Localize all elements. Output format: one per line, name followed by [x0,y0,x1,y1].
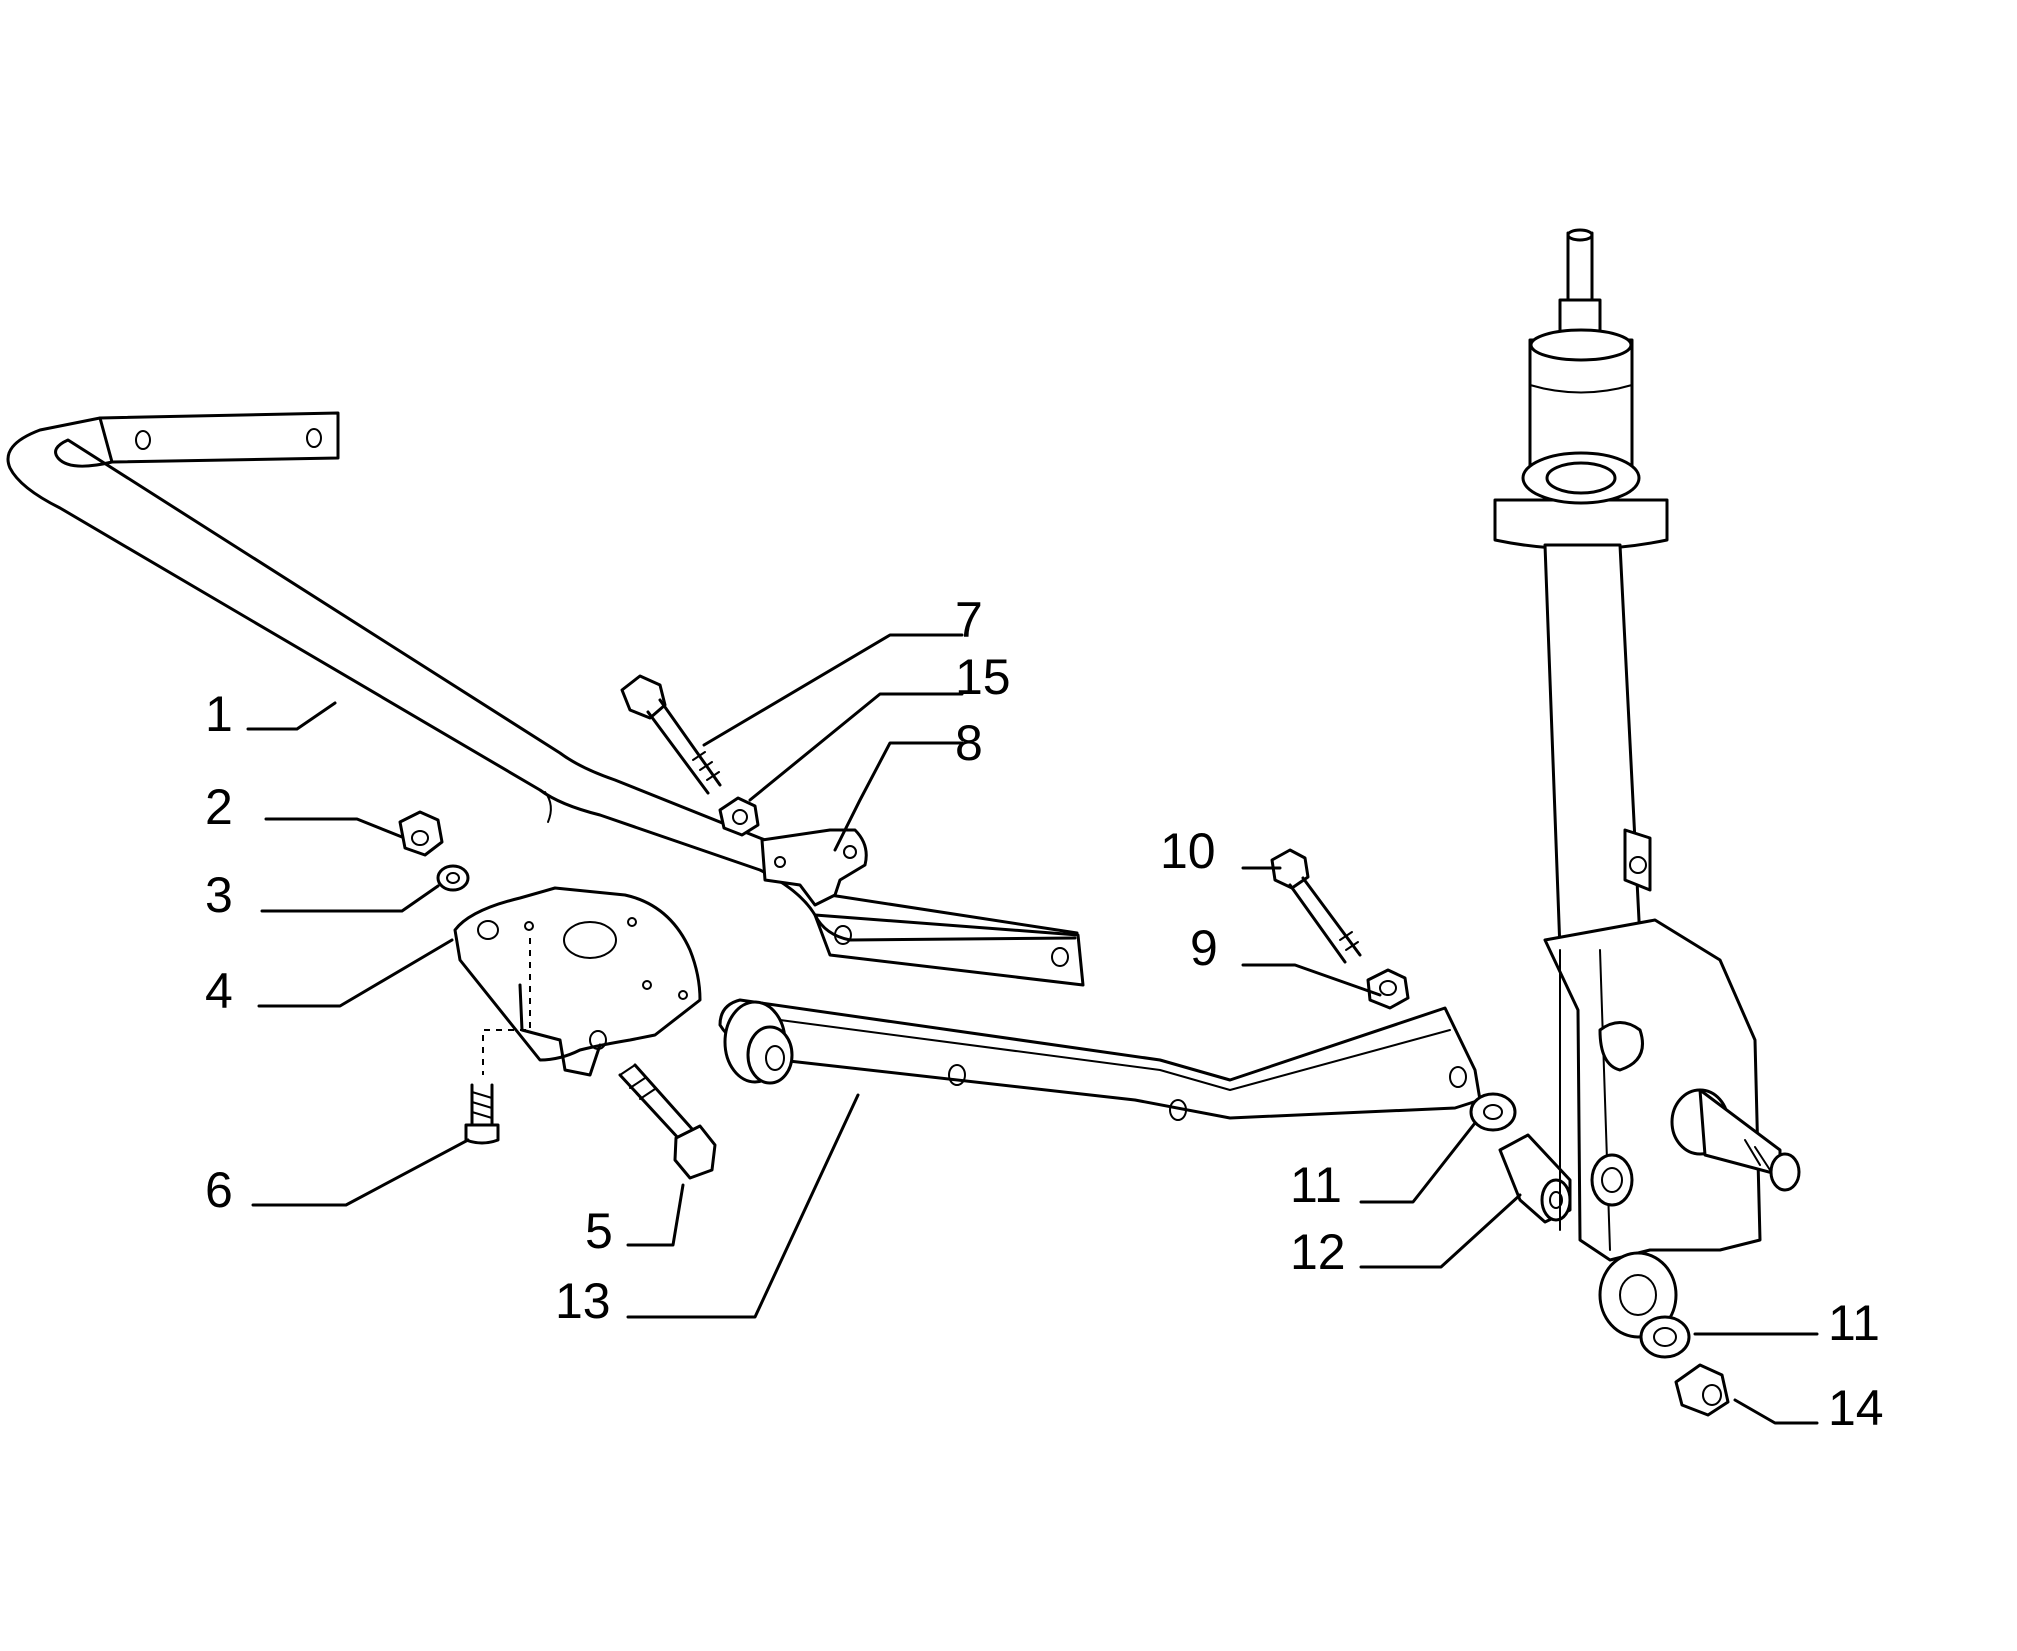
bracket-plate-part [453,886,702,1077]
clamp-part-8 [760,828,868,907]
control-arm-part-13 [718,998,1482,1121]
washer-part-11b [1639,1315,1691,1359]
leader-9 [1241,963,1382,997]
strut-assembly [1493,228,1801,1339]
callout-11-upper: 11 [1290,1157,1342,1213]
callout-5: 5 [585,1203,613,1259]
nut-part-9 [1366,968,1410,1010]
leader-15 [748,692,964,802]
callout-11-lower: 11 [1828,1295,1880,1351]
callout-13: 13 [555,1273,611,1329]
washer-part-3 [436,864,470,892]
callout-7: 7 [955,592,983,648]
callout-6: 6 [205,1162,233,1218]
bolt-part-5 [618,1063,717,1180]
leader-13 [626,1093,860,1319]
callout-4: 4 [205,963,233,1019]
callout-1: 1 [205,686,233,742]
callout-2: 2 [205,779,233,835]
callout-9: 9 [1190,920,1218,976]
bolt-part-10 [1270,848,1362,964]
callout-12: 12 [1290,1224,1346,1280]
leader-8 [833,741,964,852]
leader-14 [1733,1398,1819,1425]
callout-15: 15 [955,649,1011,705]
leader-1 [246,701,337,731]
bushing-part-12 [1498,1133,1572,1224]
nut-part-2 [398,810,444,857]
callout-8: 8 [955,715,983,771]
callout-10: 10 [1160,823,1216,879]
nut-part-15 [718,796,760,837]
leader-7 [702,633,964,747]
leader-6 [251,1138,470,1207]
leader-11a [1359,1121,1477,1204]
bolt-part-6 [464,1083,500,1145]
callout-labels: 1 2 3 4 5 6 7 8 9 10 11 11 12 13 14 15 [205,592,1884,1436]
leader-2 [264,817,404,839]
leader-lines [246,633,1819,1425]
leader-5 [626,1183,685,1247]
nut-part-14 [1674,1363,1730,1417]
bolt-part-7 [620,674,722,795]
leader-12 [1359,1193,1522,1269]
leader-4 [257,938,454,1008]
washer-part-11a [1469,1092,1517,1132]
leader-3 [260,884,440,913]
callout-3: 3 [205,867,233,923]
callout-14: 14 [1828,1380,1884,1436]
